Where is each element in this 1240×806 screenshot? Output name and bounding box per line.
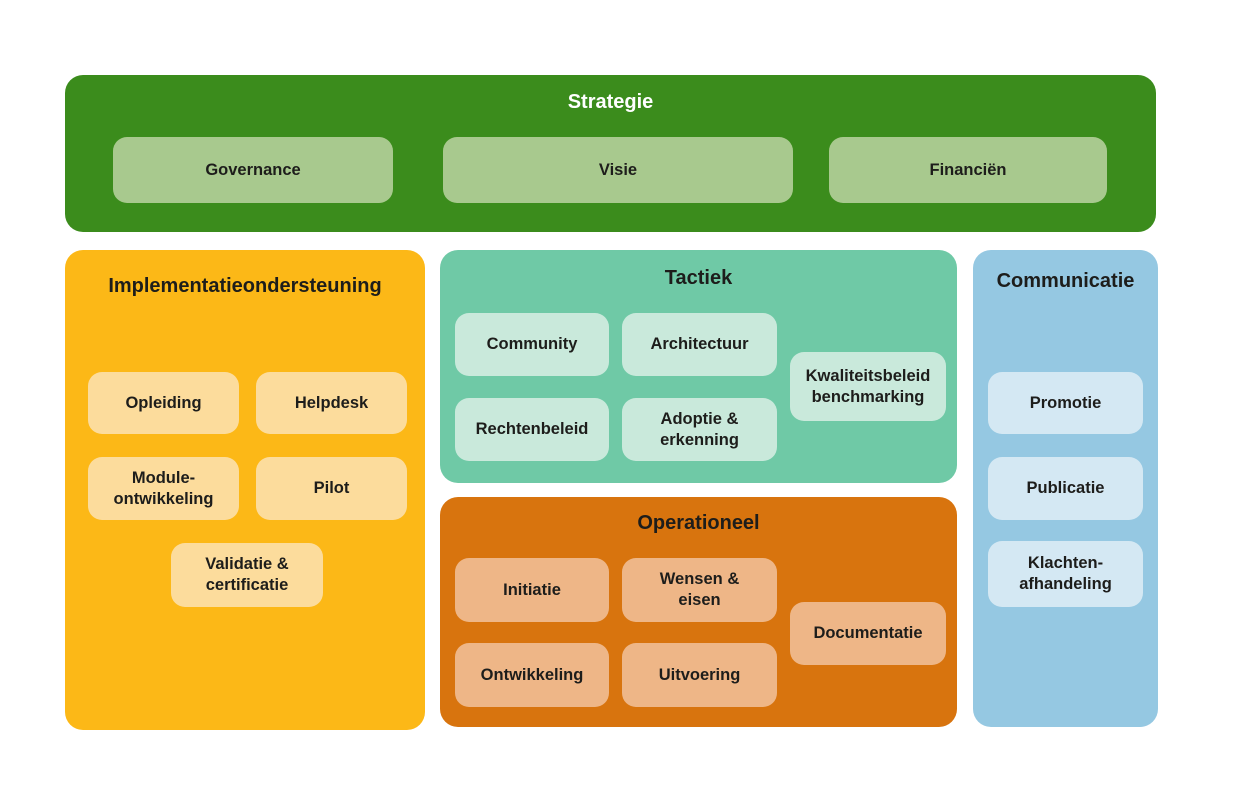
chip-helpdesk: Helpdesk	[256, 372, 407, 434]
chip-ontwikkeling: Ontwikkeling	[455, 643, 609, 707]
chip-publicatie: Publicatie	[988, 457, 1143, 520]
chip-adoptie-erkenning: Adoptie & erkenning	[622, 398, 777, 461]
block-strategie: Strategie Governance Visie Financiën	[65, 75, 1156, 232]
chip-wensen-eisen: Wensen & eisen	[622, 558, 777, 622]
chip-financien: Financiën	[829, 137, 1107, 203]
chip-pilot: Pilot	[256, 457, 407, 520]
operationeel-title: Operationeel	[637, 512, 760, 534]
chip-klachtenafhandeling: Klachten- afhandeling	[988, 541, 1143, 607]
block-tactiek: Tactiek Community Architectuur Kwaliteit…	[440, 250, 957, 483]
chip-promotie: Promotie	[988, 372, 1143, 434]
chip-initiatie: Initiatie	[455, 558, 609, 622]
chip-documentatie: Documentatie	[790, 602, 946, 665]
chip-validatie-certificatie: Validatie & certificatie	[171, 543, 323, 607]
chip-architectuur: Architectuur	[622, 313, 777, 376]
block-operationeel: Operationeel Initiatie Wensen & eisen Do…	[440, 497, 957, 727]
chip-uitvoering: Uitvoering	[622, 643, 777, 707]
chip-governance: Governance	[113, 137, 393, 203]
chip-opleiding: Opleiding	[88, 372, 239, 434]
chip-rechtenbeleid: Rechtenbeleid	[455, 398, 609, 461]
chip-visie: Visie	[443, 137, 793, 203]
chip-kwaliteitsbeleid-benchmarking: Kwaliteitsbeleid benchmarking	[790, 352, 946, 421]
chip-module-ontwikkeling: Module- ontwikkeling	[88, 457, 239, 520]
chip-community: Community	[455, 313, 609, 376]
strategie-title: Strategie	[567, 91, 654, 113]
implementatieondersteuning-title: Implementatieondersteuning	[108, 275, 382, 297]
communicatie-title: Communicatie	[996, 270, 1135, 292]
tactiek-title: Tactiek	[664, 267, 733, 289]
block-communicatie: Communicatie Promotie Publicatie Klachte…	[973, 250, 1158, 727]
block-implementatieondersteuning: Implementatieondersteuning Opleiding Hel…	[65, 250, 425, 730]
